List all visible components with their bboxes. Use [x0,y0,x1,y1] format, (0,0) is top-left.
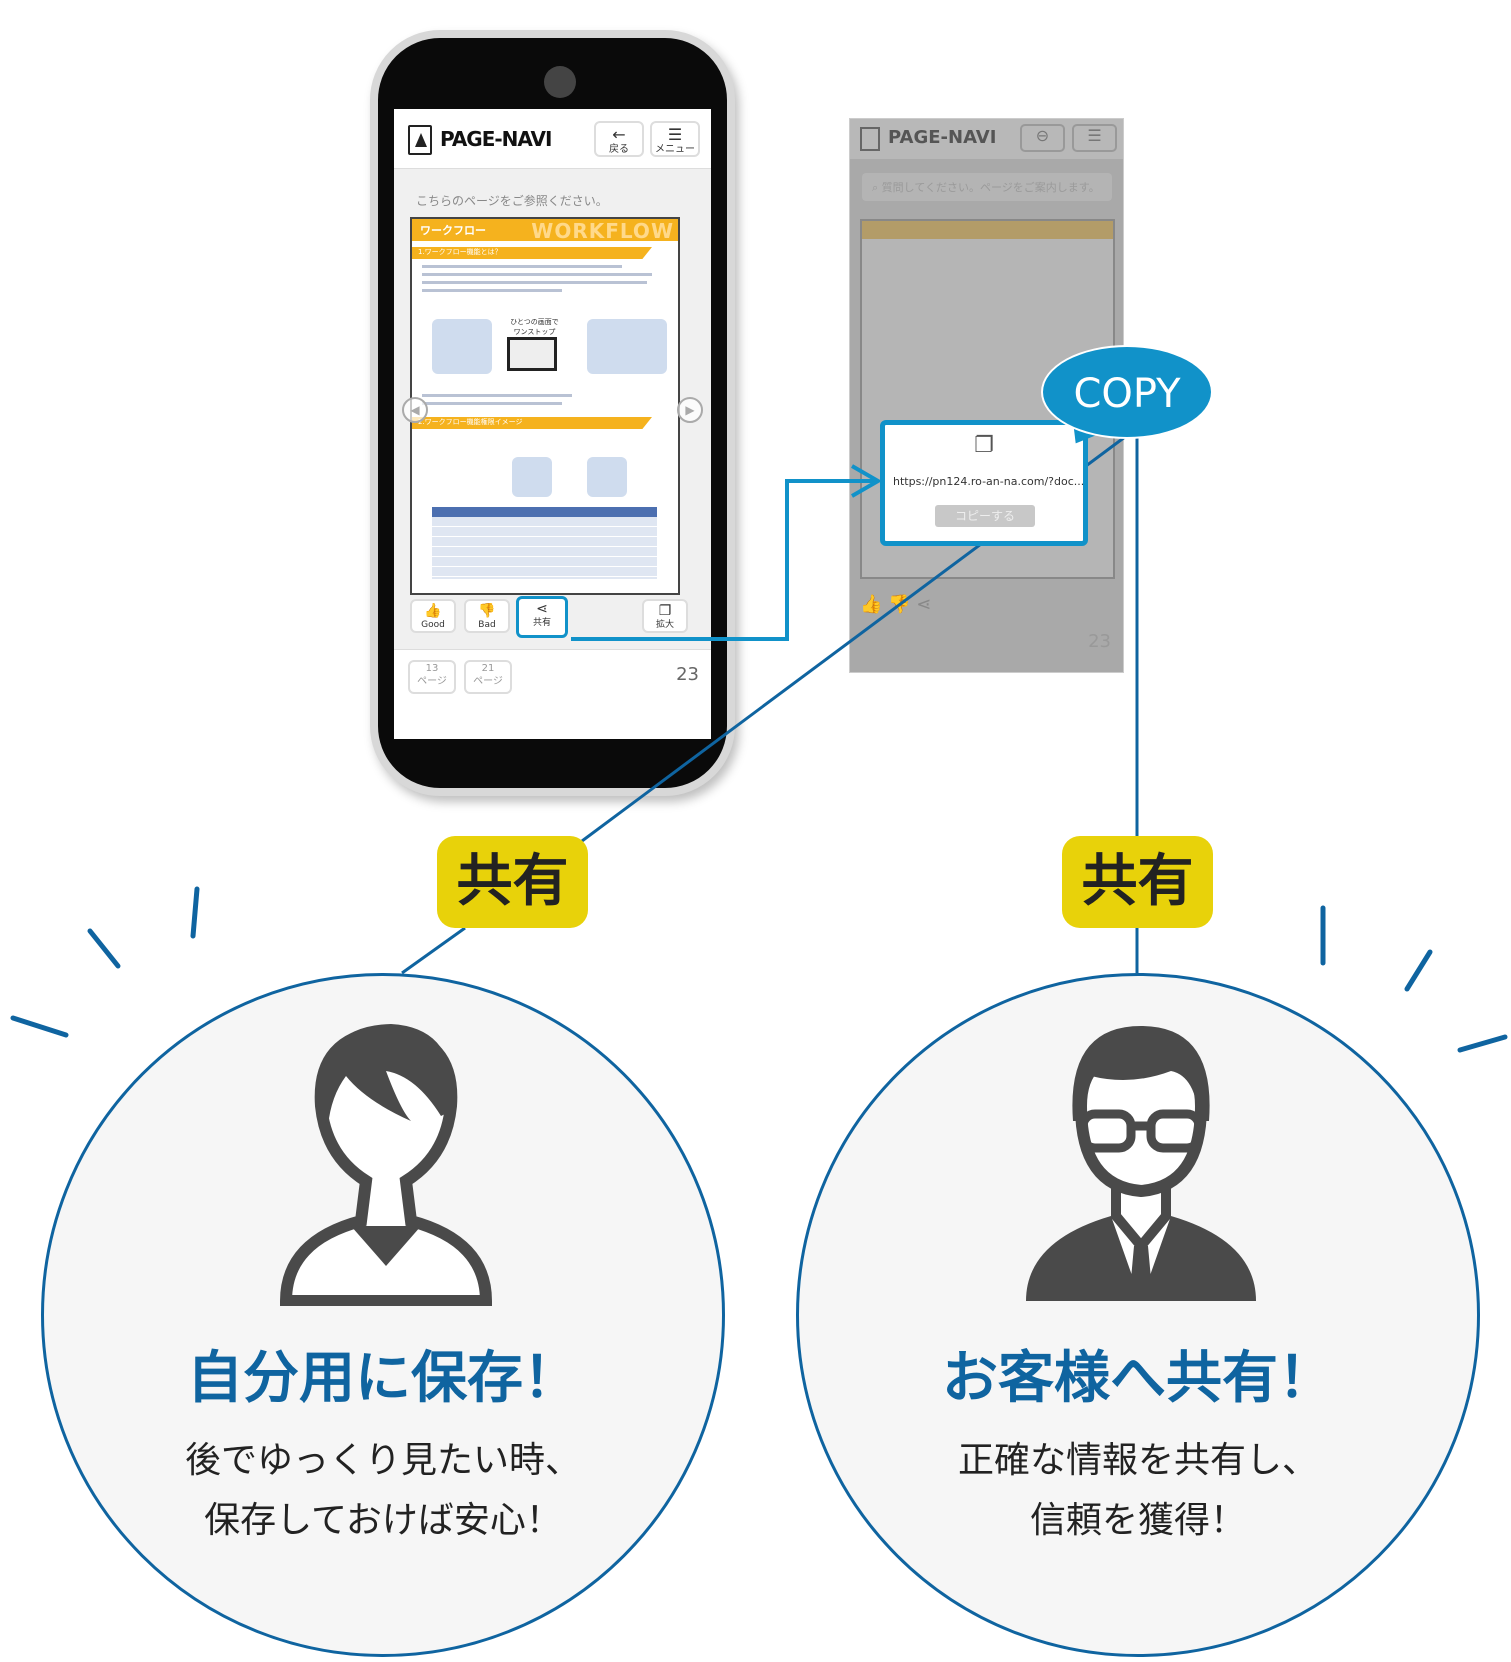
bad-button[interactable]: 👎Bad [464,599,510,633]
businessman-avatar-icon [1026,1026,1256,1301]
copy-button[interactable]: コピーする [935,505,1035,527]
doc-text-line [422,265,622,268]
good-label: Good [421,619,445,630]
page-label: ページ [473,676,503,687]
card-body: 後でゆっくり見たい時、保存しておけば安心！ [44,1431,722,1551]
doc-text-line [422,281,647,284]
share-badge-right: 共有 [1062,836,1213,928]
search-placeholder: 質問してください。ページをご案内します。 [881,181,1100,194]
page-num: 13 [425,663,439,674]
card-title: 自分用に保存！ [187,1346,579,1411]
page-label: ページ [417,676,447,687]
menu-button[interactable]: ☰メニュー [650,121,700,157]
menu-label: メニュー [655,143,695,155]
share-arrow-line [571,479,876,641]
card-body: 正確な情報を共有し、信頼を獲得！ [799,1431,1477,1551]
thumbs-down-icon: 👎 [478,603,496,619]
doc-text-line [422,273,652,276]
share-label: 共有 [532,617,551,628]
camera-icon [544,66,576,98]
share-button[interactable]: ⋖共有 [516,596,568,638]
card-line: 保存しておけば安心！ [204,1500,562,1541]
copy-url-popup: ❐ https://pn124.ro-an-na.com/?doc... コピー… [880,420,1088,546]
left-badge-connector [401,926,466,975]
arrow-head-icon [851,464,883,498]
search-icon: ⌕ [872,181,882,194]
hamburger-icon: ☰ [1072,124,1117,152]
smartphone: PAGE-NAVI ←戻る ☰メニュー こちらのページをご参照ください。 ワーク… [370,30,735,796]
card-line: 正確な情報を共有し、 [957,1440,1318,1481]
permissions-table [432,507,657,579]
emphasis-dashes [10,886,1508,1053]
role-illustration [512,457,552,497]
phone-screen: PAGE-NAVI ←戻る ☰メニュー こちらのページをご参照ください。 ワーク… [394,109,711,739]
prev-page-button[interactable]: ◀ [402,397,428,423]
card-title: お客様へ共有！ [942,1346,1334,1411]
preview-brand: PAGE-NAVI [888,127,997,148]
document-page[interactable]: ワークフロー WORKFLOW 1.ワークフロー機能とは？ ひとつの画面で ワンス… [410,217,680,595]
search-input[interactable]: ⌕ 質問してください。ページをご案内します。 [862,173,1112,201]
brand-name: PAGE-NAVI [440,127,552,151]
page-footer: 13 ページ 21 ページ 23 [394,649,711,739]
doc-text-line [422,394,572,397]
page-navi-logo-icon [408,125,432,155]
page-navi-logo-icon [860,127,880,151]
doc-text-line [422,402,562,405]
doc-section-2: 2.ワークフロー機能権限イメージ [412,417,652,429]
back-circle-icon: ⊖ [1020,124,1065,152]
share-url[interactable]: https://pn124.ro-an-na.com/?doc... [893,475,1083,488]
hint-text: こちらのページをご参照ください。 [416,194,608,208]
monitor-illustration [507,337,557,371]
person-illustration [432,319,492,374]
card-line: 後でゆっくり見たい時、 [184,1440,581,1481]
expand-icon: ❐ [658,603,672,619]
preview-page-number: 23 [1088,631,1111,652]
good-button[interactable]: 👍Good [410,599,456,633]
copy-speech-bubble: COPY [1041,345,1213,439]
doc-section-1: 1.ワークフロー機能とは？ [412,247,652,259]
page-link-13[interactable]: 13 ページ [408,660,456,694]
thumbs-up-icon: 👍 [424,603,442,619]
zoom-label: 拡大 [655,619,674,630]
back-label: 戻る [609,143,629,155]
doc-title-bar: ワークフロー WORKFLOW [412,219,678,243]
next-page-button[interactable]: ▶ [677,397,703,423]
doc-text-line [422,289,562,292]
zoom-button[interactable]: ❐拡大 [642,599,688,633]
share-badge-left: 共有 [437,836,588,928]
woman-avatar-icon [279,1024,493,1306]
hamburger-icon: ☰ [667,125,683,144]
office-illustration [587,319,667,374]
share-icon: ⋖ [536,601,548,617]
doc-watermark: WORKFLOW [531,219,674,243]
share-with-customer-card: お客様へ共有！ 正確な情報を共有し、信頼を獲得！ [796,973,1480,1657]
preview-header: PAGE-NAVI ⊖ ☰ [850,119,1123,159]
copy-document-icon: ❐ [974,433,994,458]
app-header: PAGE-NAVI ←戻る ☰メニュー [394,109,711,169]
back-button[interactable]: ←戻る [594,121,644,157]
page-link-21[interactable]: 21 ページ [464,660,512,694]
doc-title: ワークフロー [420,224,486,237]
current-page-number: 23 [676,664,699,685]
card-line: 信頼を獲得！ [1029,1500,1246,1541]
doc-callout: ひとつの画面で ワンストップ [510,318,559,336]
page-num: 21 [481,663,495,674]
role-illustration [587,457,627,497]
save-for-self-card: 自分用に保存！ 後でゆっくり見たい時、保存しておけば安心！ [41,973,725,1657]
preview-action-icons: 👍 👎 ⋖ [860,594,932,615]
bad-label: Bad [478,619,496,630]
arrow-left-icon: ← [612,125,626,144]
